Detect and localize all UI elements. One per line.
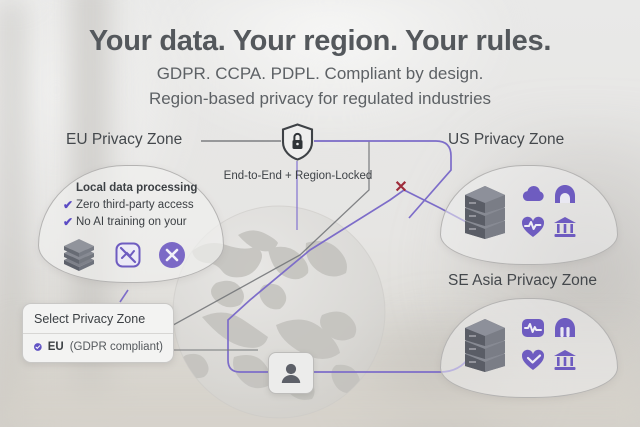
us-zone-icons	[462, 182, 578, 240]
encryption-label: End-to-End + Region-Locked	[223, 170, 373, 182]
divider	[23, 333, 173, 334]
select-privacy-zone-label: Select Privacy Zone	[34, 312, 146, 326]
server-rack-icon	[465, 186, 505, 239]
eu-feature-list: Local data processing ✔ Zero third-party…	[63, 180, 223, 231]
server-stack-icon	[64, 239, 94, 271]
shield-lock-icon	[281, 123, 314, 161]
check-icon: ✔	[63, 198, 74, 212]
check-circle-icon	[34, 343, 42, 351]
subtitle-description: Region-based privacy for regulated indus…	[148, 89, 492, 108]
eu-bullet-label: No AI training on your	[76, 216, 187, 228]
subtitle-compliance: GDPR. CCPA. PDPL. Compliant by design.	[156, 64, 484, 83]
bank-icon	[554, 350, 576, 370]
privacy-zone-option-eu[interactable]: EU (GDPR compliant)	[23, 334, 173, 362]
no-data-sharing-icon	[115, 242, 141, 268]
blocked-marker-icon: ✕	[394, 179, 408, 196]
server-rack-icon	[465, 319, 505, 372]
check-icon: ✔	[63, 215, 74, 229]
page-title: Your data. Your region. Your rules.	[88, 25, 552, 57]
list-item: ✔ Zero third-party access	[63, 197, 223, 214]
select-privacy-zone-card[interactable]: Select Privacy Zone EU (GDPR compliant)	[22, 303, 174, 363]
archive-building-icon	[555, 185, 575, 203]
list-item: Local data processing	[63, 180, 223, 197]
heart-check-icon	[521, 349, 545, 370]
pulse-monitor-icon	[522, 319, 544, 337]
zone-title-sea: SE Asia Privacy Zone	[448, 272, 598, 289]
user-avatar-icon	[281, 363, 301, 383]
user-avatar-node[interactable]	[268, 352, 314, 394]
archive-building-icon	[555, 318, 575, 337]
cloud-icon	[522, 185, 544, 201]
zone-title-us: US Privacy Zone	[448, 131, 565, 148]
sea-zone-icons	[462, 315, 578, 373]
eu-zone-icons	[60, 238, 186, 272]
list-item: ✔ No AI training on your	[63, 214, 223, 231]
option-value: EU	[47, 341, 64, 353]
eu-bullet-label: Zero third-party access	[76, 199, 194, 211]
eu-bullet-label: Local data processing	[76, 182, 198, 194]
zone-title-eu: EU Privacy Zone	[66, 131, 183, 148]
no-tracking-icon	[159, 242, 185, 268]
heart-pulse-icon	[521, 216, 545, 237]
bank-icon	[554, 217, 576, 237]
option-note: (GDPR compliant)	[69, 341, 163, 353]
